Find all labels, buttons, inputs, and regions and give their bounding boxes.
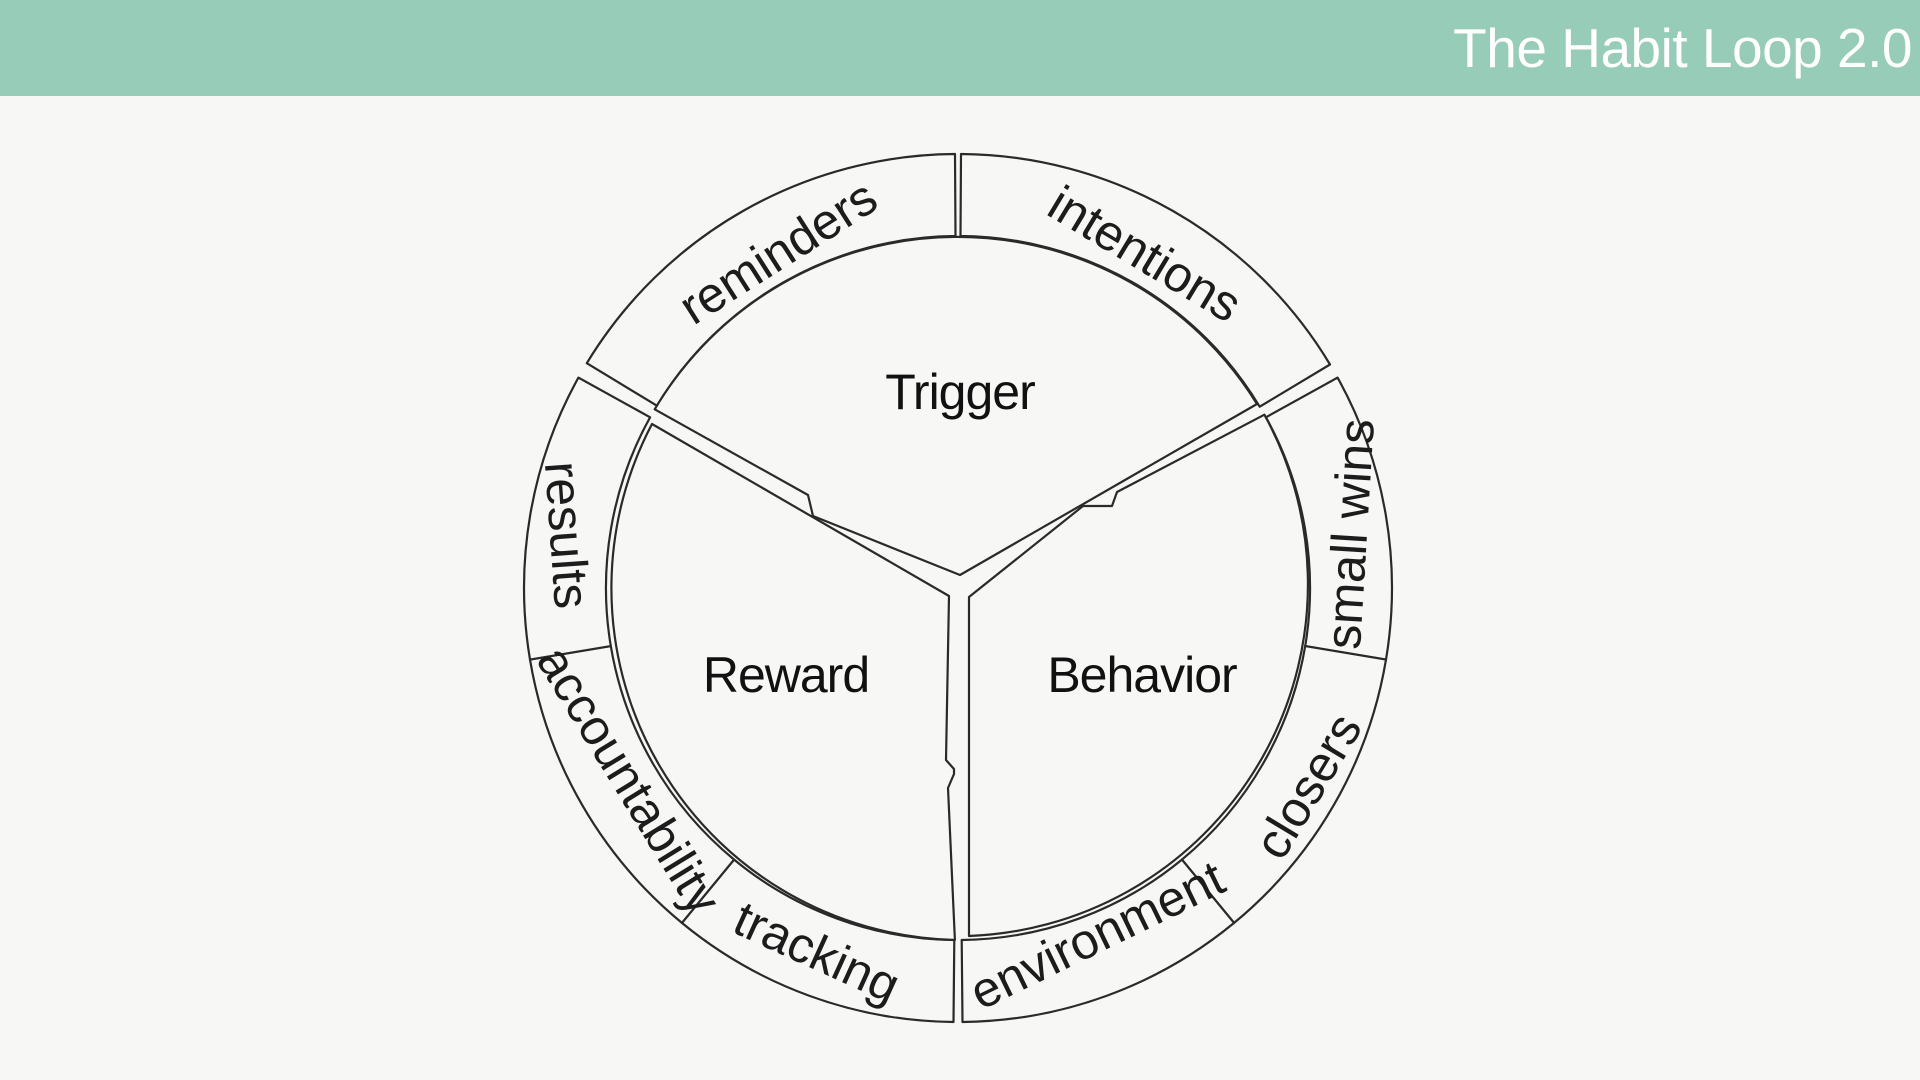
header-bar: The Habit Loop 2.0: [0, 0, 1920, 96]
sector-behavior: [967, 413, 1309, 938]
ring-segment-results: [522, 376, 652, 661]
sector-label-reward: Reward: [703, 647, 869, 703]
inner-sectors: [610, 235, 1309, 942]
ring-label-results: results: [534, 460, 600, 611]
sector-reward: [610, 422, 956, 942]
ring-segment-environment: [960, 858, 1236, 1024]
sector-trigger: [653, 235, 1259, 577]
outer-ring: [522, 152, 1394, 1024]
sector-label-behavior: Behavior: [1047, 647, 1237, 703]
slide-title: The Habit Loop 2.0: [1453, 17, 1912, 79]
sector-label-trigger: Trigger: [885, 364, 1035, 420]
